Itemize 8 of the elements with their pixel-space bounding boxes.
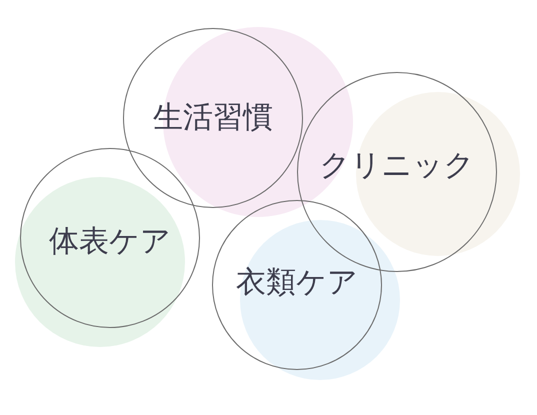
outlined-circle (297, 72, 497, 272)
circle-label: 生活習慣 (153, 100, 273, 136)
circle-label: クリニック (320, 148, 474, 184)
circle-label: 衣類ケア (236, 265, 358, 301)
circle-label: 体表ケア (49, 224, 171, 260)
outlined-circle (123, 28, 303, 208)
outlined-circle (212, 200, 382, 370)
outlined-circle (20, 148, 200, 328)
